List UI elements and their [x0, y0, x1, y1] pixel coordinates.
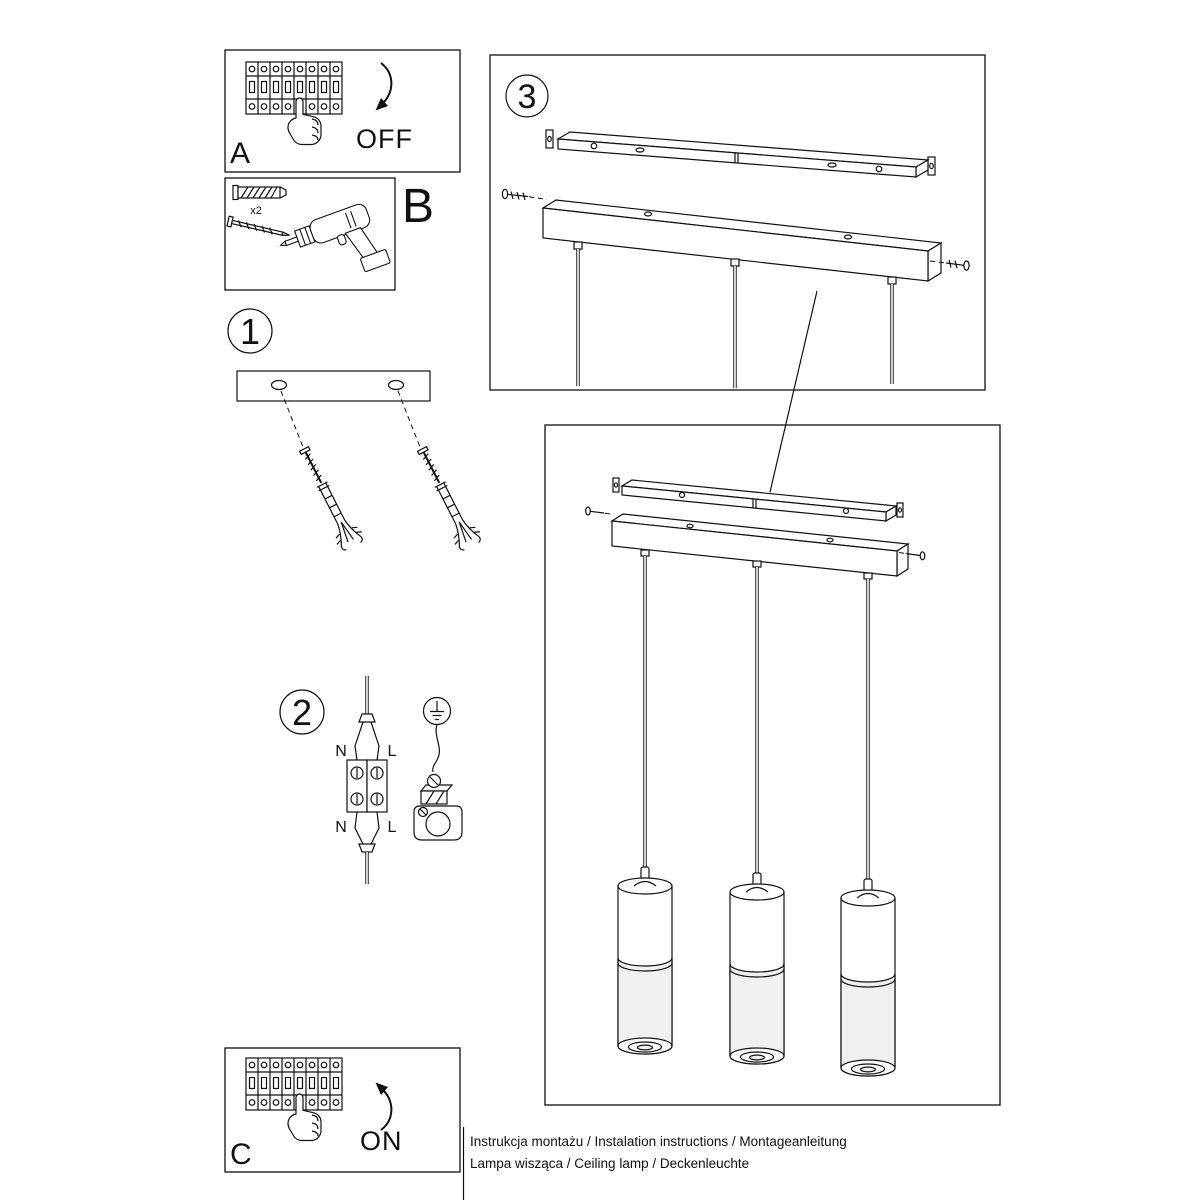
hanging-cables [643, 556, 870, 881]
mounting-screw-right [898, 551, 926, 561]
panel-c-action-on: ON [360, 1126, 403, 1156]
canopy-3d [541, 199, 943, 283]
panel-c-label: C [230, 1138, 252, 1171]
step-3-number: 3 [518, 78, 537, 116]
detail-callout-line [769, 290, 818, 493]
panel-a-border [224, 49, 461, 173]
panel-a-action-off: OFF [356, 124, 413, 154]
step-3-border [489, 54, 986, 391]
panel-b-label: B [402, 180, 434, 233]
mounting-screw-left [501, 188, 548, 201]
footer-line-2: Lampa wisząca / Ceiling lamp / Deckenleu… [470, 1156, 749, 1171]
cable-clamp [413, 805, 463, 841]
wire-label-n-top: N [335, 743, 347, 760]
alignment-guide-left [280, 390, 304, 448]
lamp-view-border [544, 424, 1001, 1106]
drill-icon [279, 203, 391, 273]
wiring-diagram: N L N L [335, 676, 397, 884]
pendant-shade-right [840, 878, 896, 1077]
panel-a: A OFF [224, 49, 461, 173]
assembled-lamp [544, 424, 1001, 1106]
wall-plug-icon [232, 184, 287, 201]
wire-label-l-bottom: L [388, 819, 397, 836]
step-2: 2 N L N L [279, 676, 463, 884]
pendant-shade-middle [729, 872, 785, 1065]
footer: Instrukcja montażu / Instalation instruc… [462, 1127, 847, 1200]
mounting-strip-3d [545, 129, 936, 179]
canopy-3d [610, 513, 910, 578]
mounting-plate [236, 370, 431, 402]
panel-b-border [224, 177, 396, 291]
panel-a-label: A [230, 137, 250, 170]
mounting-screw-left [585, 506, 612, 516]
step-2-circle [279, 689, 325, 735]
hanging-cables [576, 249, 894, 388]
pendant-shade-left [617, 866, 673, 1055]
mounting-strip-3d [612, 477, 904, 523]
panel-b: x2 B [224, 177, 434, 291]
wall-anchor-left-icon [290, 441, 367, 554]
anchor-count-label: x2 [250, 205, 262, 217]
step-1: 1 [227, 308, 485, 554]
step-3-circle [505, 74, 549, 118]
earth-connection [413, 696, 463, 841]
wire-label-n-bottom: N [335, 819, 347, 836]
circuit-breaker-icon [245, 1057, 343, 1111]
arrow-up-icon [375, 1082, 393, 1131]
wall-anchor-right-icon [408, 441, 485, 554]
screw-icon [226, 215, 290, 236]
alignment-guide-right [397, 390, 421, 448]
wire-label-l-top: L [388, 743, 397, 760]
step-1-circle [227, 308, 273, 354]
panel-c: C ON [224, 1047, 461, 1173]
earth-terminal [419, 773, 454, 805]
footer-line-1: Instrukcja montażu / Instalation instruc… [470, 1134, 847, 1149]
step-2-number: 2 [292, 692, 312, 733]
step-1-number: 1 [240, 311, 260, 352]
mounting-screw-right [929, 259, 970, 271]
circuit-breaker-icon [245, 61, 343, 115]
step-3: 3 [489, 54, 986, 391]
terminal-block [346, 759, 388, 813]
arrow-down-icon [375, 62, 393, 111]
panel-c-border [224, 1047, 461, 1173]
